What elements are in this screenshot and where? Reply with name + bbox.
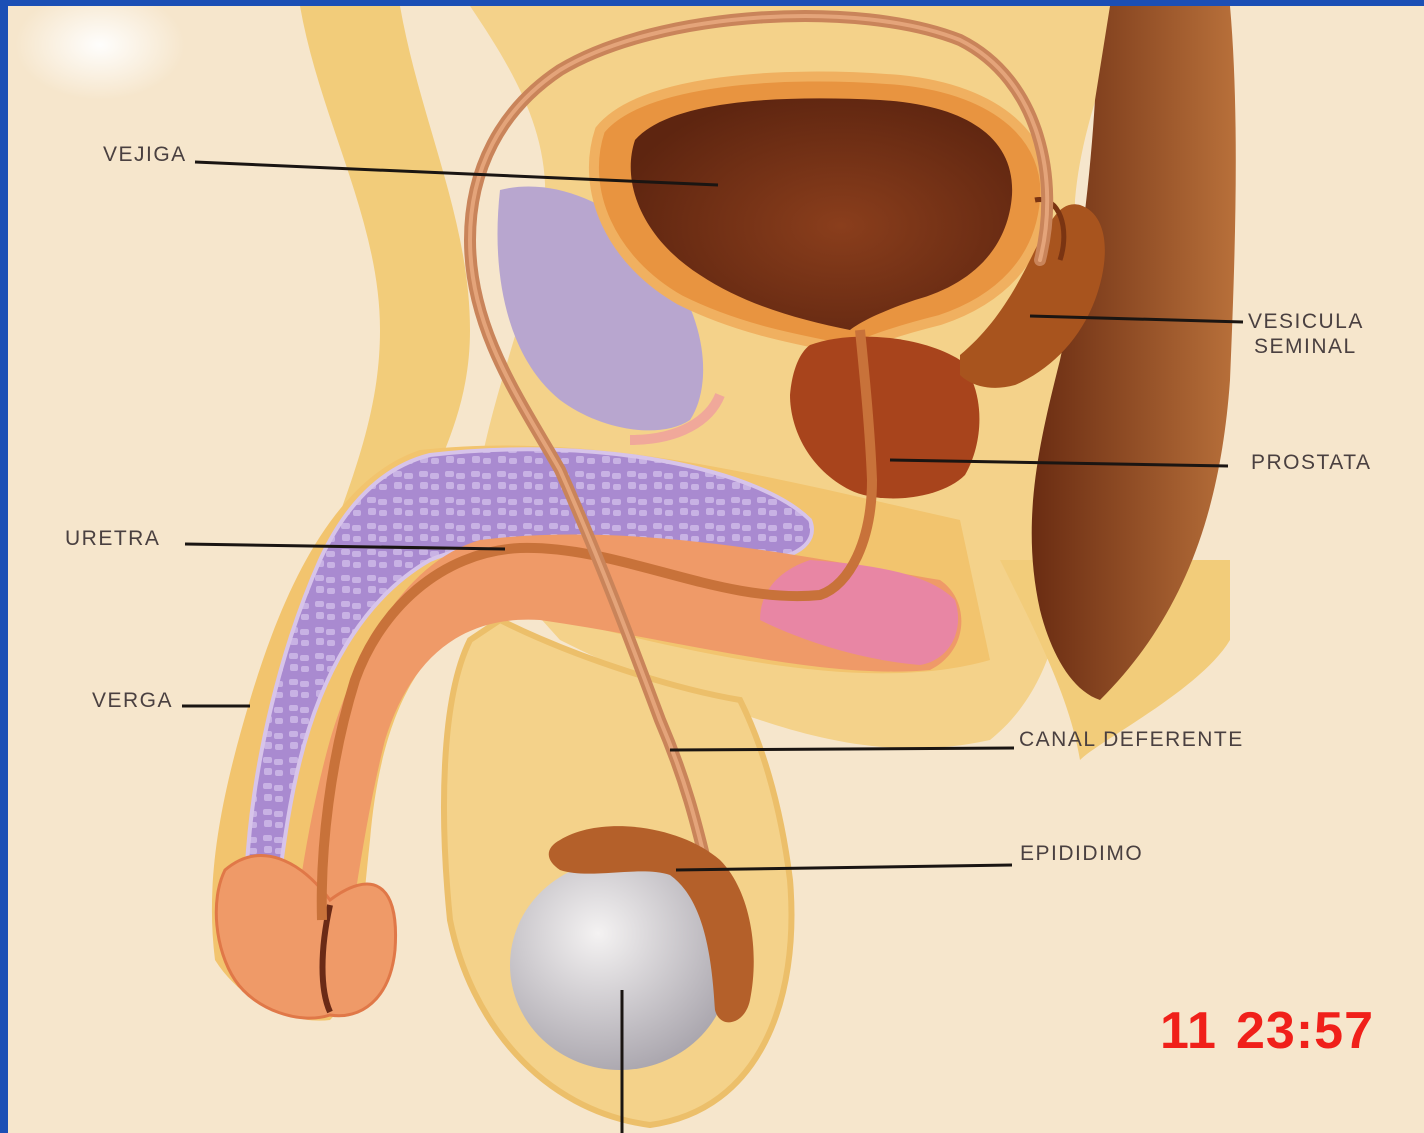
label-vesicula-line1: VESICULA: [1248, 310, 1364, 333]
anatomy-photo: VEJIGA VESICULA SEMINAL PROSTATA URETRA …: [8, 6, 1424, 1133]
label-uretra: URETRA: [65, 527, 160, 550]
label-vejiga: VEJIGA: [103, 143, 187, 166]
label-verga: VERGA: [92, 689, 173, 712]
leader-canal: [670, 748, 1014, 750]
label-epididimo: EPIDIDIMO: [1020, 842, 1143, 865]
anatomy-diagram: VEJIGA VESICULA SEMINAL PROSTATA URETRA …: [8, 6, 1424, 1133]
label-prostata: PROSTATA: [1251, 451, 1372, 474]
timestamp-day: 11: [1160, 1002, 1217, 1060]
label-canal-deferente: CANAL DEFERENTE: [1019, 728, 1244, 751]
timestamp-time: 23:57: [1236, 1002, 1374, 1060]
label-vesicula-line2: SEMINAL: [1254, 335, 1357, 358]
